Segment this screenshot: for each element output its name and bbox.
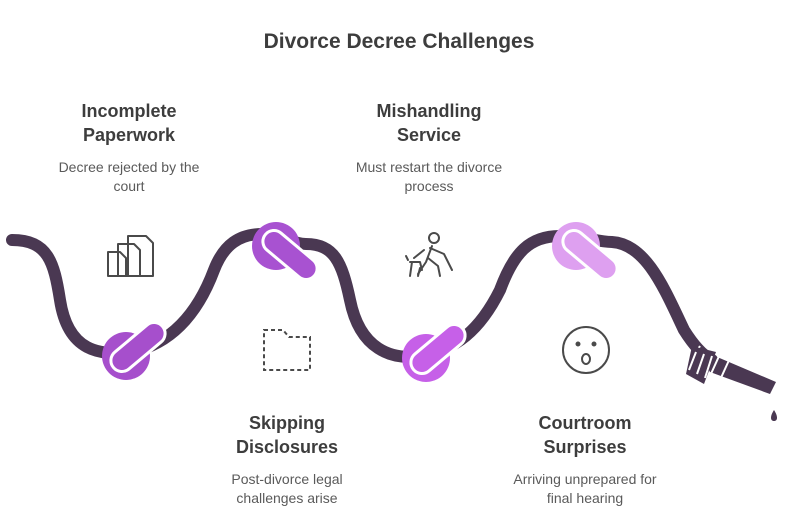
- rope-end-nozzle: [686, 345, 776, 394]
- item-3-description-line-1: Post-divorce legal: [231, 471, 343, 487]
- item-2-heading-line-2: Service: [396, 125, 462, 145]
- item-3-description: Post-divorce legal challenges arise: [187, 470, 387, 508]
- item-4-heading-line-2: Surprises: [543, 437, 627, 457]
- diagram-title: Divorce Decree Challenges: [263, 30, 535, 53]
- knot-1: [102, 321, 167, 380]
- item-4-description-line-1: Arriving unprepared for: [513, 471, 657, 487]
- documents-icon: [107, 235, 154, 277]
- knot-4: [552, 222, 619, 281]
- hiker-with-dog-icon: [405, 232, 453, 277]
- item-1-heading: Incomplete Paperwork: [29, 99, 229, 147]
- item-2-heading-line-1: Mishandling: [376, 101, 482, 121]
- item-4-heading-line-1: Courtroom: [538, 413, 632, 433]
- item-4-description-line-2: final hearing: [546, 490, 624, 506]
- dashed-folder-icon: [263, 329, 311, 371]
- item-4-description: Arriving unprepared for final hearing: [485, 470, 685, 508]
- item-1-description: Decree rejected by the court: [29, 158, 229, 196]
- item-2-description-line-1: Must restart the divorce: [355, 159, 503, 175]
- item-3-heading-line-2: Disclosures: [235, 437, 339, 457]
- surprised-face-icon: [562, 326, 610, 374]
- item-1-heading-line-2: Paperwork: [82, 125, 176, 145]
- knot-3: [402, 323, 467, 382]
- item-3-heading-line-1: Skipping: [249, 413, 325, 433]
- knot-2: [252, 222, 319, 281]
- item-2-description: Must restart the divorce process: [329, 158, 529, 196]
- item-1-heading-line-1: Incomplete: [81, 101, 177, 121]
- item-2-description-line-2: process: [404, 178, 454, 194]
- item-1-description-line-2: court: [113, 178, 145, 194]
- item-1-description-line-1: Decree rejected by the: [58, 159, 200, 175]
- item-2-heading: Mishandling Service: [329, 99, 529, 147]
- drip: [771, 410, 777, 421]
- item-3-heading: Skipping Disclosures: [187, 411, 387, 459]
- item-4-heading: Courtroom Surprises: [485, 411, 685, 459]
- item-3-description-line-2: challenges arise: [236, 490, 338, 506]
